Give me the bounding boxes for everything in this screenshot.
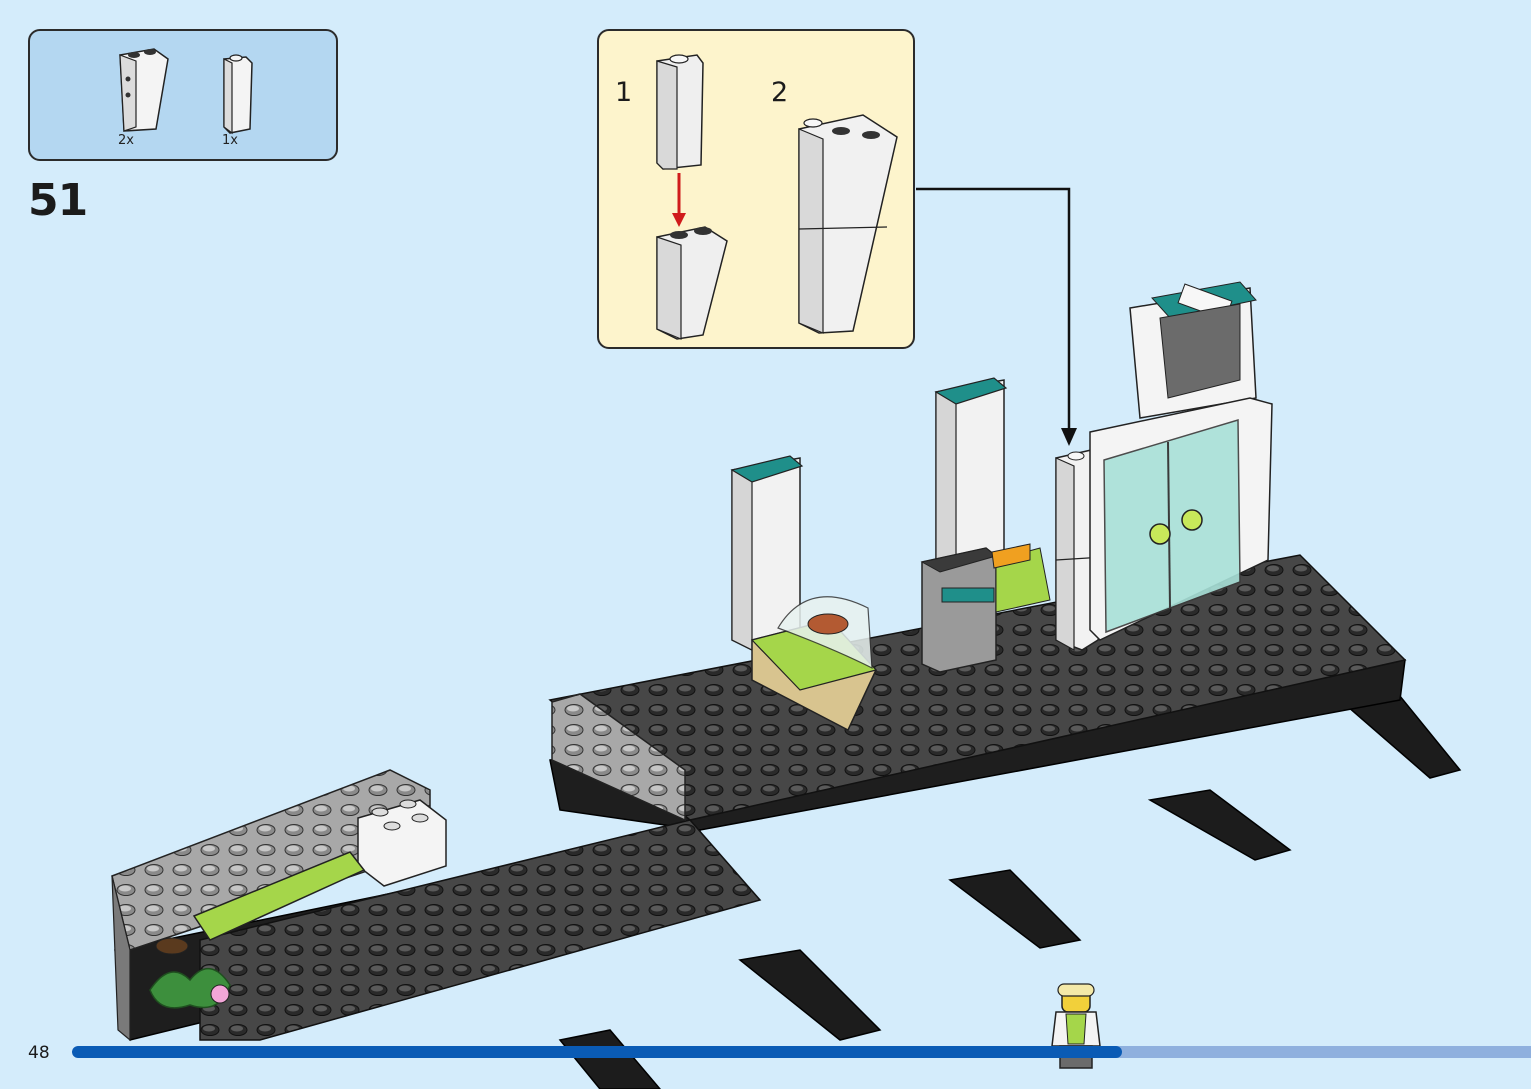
sub-assembly-callout: 1 2 (597, 29, 915, 349)
sub-step-1-illustration (656, 54, 728, 340)
step-number: 51 (28, 175, 88, 226)
page-number: 48 (28, 1043, 50, 1063)
lime-green-plate (192, 851, 366, 941)
white-slope-brick-icon (119, 48, 169, 132)
sub-step-number-2: 2 (771, 77, 789, 108)
support-legs (558, 689, 1462, 1089)
glass-doors (1103, 418, 1241, 634)
white-pillar-left (730, 455, 804, 651)
plant-decoration (149, 937, 231, 1009)
progress-bar (72, 1046, 1531, 1058)
building-facade (1089, 281, 1273, 641)
parts-callout: 2x 1x (28, 29, 338, 161)
sub-step-number-1: 1 (615, 77, 633, 108)
progress-bar-fill (72, 1046, 1123, 1058)
part-quantity-1: 2x (118, 133, 134, 148)
part-quantity-2: 1x (222, 133, 238, 148)
white-1x1-brick-icon (223, 54, 253, 135)
gray-wall-middle (551, 693, 686, 822)
baseplate-left-top (199, 819, 762, 1041)
ticket-machine (920, 543, 1051, 673)
food-counter (750, 596, 878, 732)
callout-connector-arrow (916, 187, 1071, 436)
white-pillar-middle (934, 377, 1008, 571)
sub-step-2-illustration (798, 114, 898, 334)
